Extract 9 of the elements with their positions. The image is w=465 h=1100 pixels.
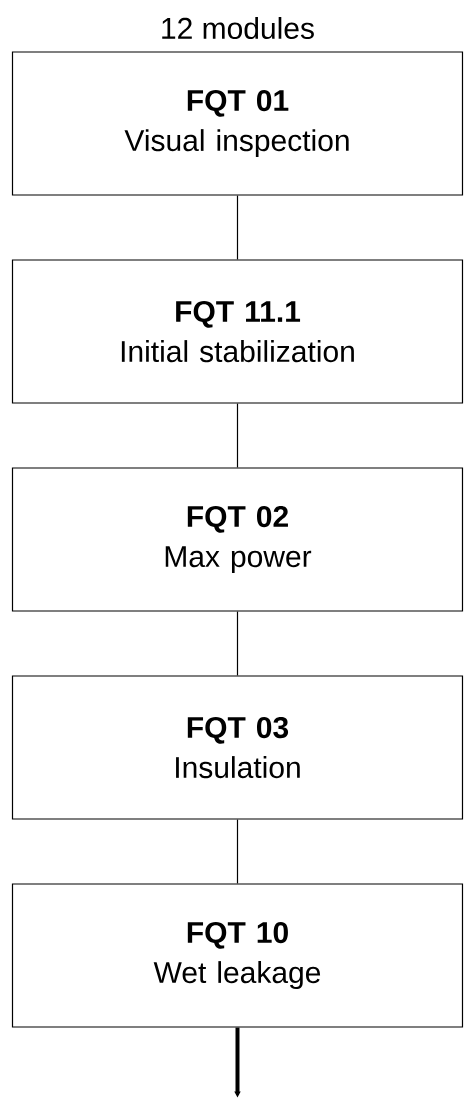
connector-line [236, 195, 239, 260]
process-box: FQT 02 Max power [11, 467, 464, 612]
process-box: FQT 11.1 Initial stabilization [11, 259, 464, 404]
connector-line [236, 611, 239, 676]
connector-line [236, 819, 239, 884]
process-box: FQT 10 Wet leakage [11, 883, 464, 1028]
process-box: FQT 01 Visual inspection [11, 51, 464, 196]
process-box: FQT 03 Insulation [11, 675, 464, 820]
connector-line [236, 403, 239, 468]
